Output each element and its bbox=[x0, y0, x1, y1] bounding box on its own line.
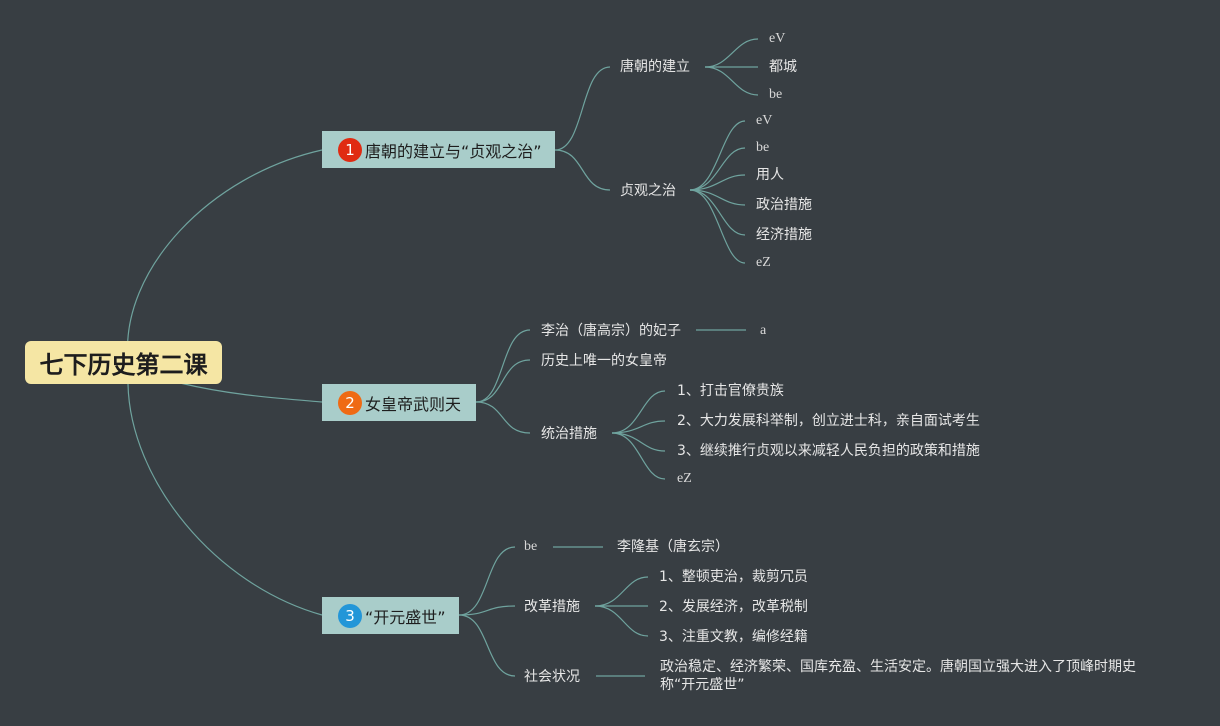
leaf[interactable]: be bbox=[756, 140, 770, 155]
number-badge: 3 bbox=[338, 603, 362, 628]
leaf[interactable]: 1、打击官僚贵族 bbox=[677, 383, 784, 399]
branch-1[interactable]: 1 唐朝的建立与“贞观之治” bbox=[322, 131, 555, 168]
leaf[interactable]: 2、大力发展科举制，创立进士科，亲自面试考生 bbox=[677, 413, 980, 429]
branch-3[interactable]: 3 “开元盛世” bbox=[322, 597, 459, 634]
leaf[interactable]: 政治稳定、经济繁荣、国库充盈、生活安定。唐朝国立强大进入了顶峰时期史称“开元盛世… bbox=[660, 659, 1136, 693]
leaf[interactable]: 政治措施 bbox=[756, 197, 812, 213]
leaf[interactable]: eV bbox=[756, 113, 773, 128]
subtopic[interactable]: 李治（唐高宗）的妃子 bbox=[541, 323, 681, 339]
root-topic[interactable]: 七下历史第二课 bbox=[25, 341, 222, 384]
subtopic[interactable]: 改革措施 bbox=[524, 599, 580, 615]
leaf[interactable]: be bbox=[769, 87, 783, 102]
leaf[interactable]: 李隆基（唐玄宗） bbox=[617, 539, 729, 555]
branch-label: “开元盛世” bbox=[365, 607, 446, 627]
subtopic[interactable]: be bbox=[524, 539, 538, 554]
number-badge: 1 bbox=[338, 137, 362, 162]
subtopic[interactable]: 贞观之治 bbox=[620, 183, 676, 199]
subtopic[interactable]: 社会状况 bbox=[524, 669, 580, 685]
leaf[interactable]: 1、整顿吏治，裁剪冗员 bbox=[659, 569, 808, 585]
leaf[interactable]: eZ bbox=[677, 471, 692, 486]
leaf[interactable]: eV bbox=[769, 31, 786, 46]
subtopic[interactable]: 统治措施 bbox=[541, 426, 597, 442]
leaf[interactable]: 2、发展经济，改革税制 bbox=[659, 599, 808, 615]
leaf[interactable]: 3、继续推行贞观以来减轻人民负担的政策和措施 bbox=[677, 443, 980, 459]
leaf[interactable]: 用人 bbox=[756, 167, 784, 183]
leaf[interactable]: 都城 bbox=[769, 59, 797, 75]
leaf[interactable]: a bbox=[760, 323, 767, 338]
branch-label: 唐朝的建立与“贞观之治” bbox=[365, 141, 542, 161]
subtopic[interactable]: 历史上唯一的女皇帝 bbox=[541, 353, 667, 369]
branch-label: 女皇帝武则天 bbox=[365, 394, 462, 414]
branch-2[interactable]: 2 女皇帝武则天 bbox=[322, 384, 476, 421]
leaf[interactable]: eZ bbox=[756, 255, 771, 270]
leaf[interactable]: 3、注重文教，编修经籍 bbox=[659, 629, 808, 645]
number-badge: 2 bbox=[338, 390, 362, 415]
leaf[interactable]: 经济措施 bbox=[756, 227, 812, 243]
subtopic[interactable]: 唐朝的建立 bbox=[620, 59, 690, 75]
